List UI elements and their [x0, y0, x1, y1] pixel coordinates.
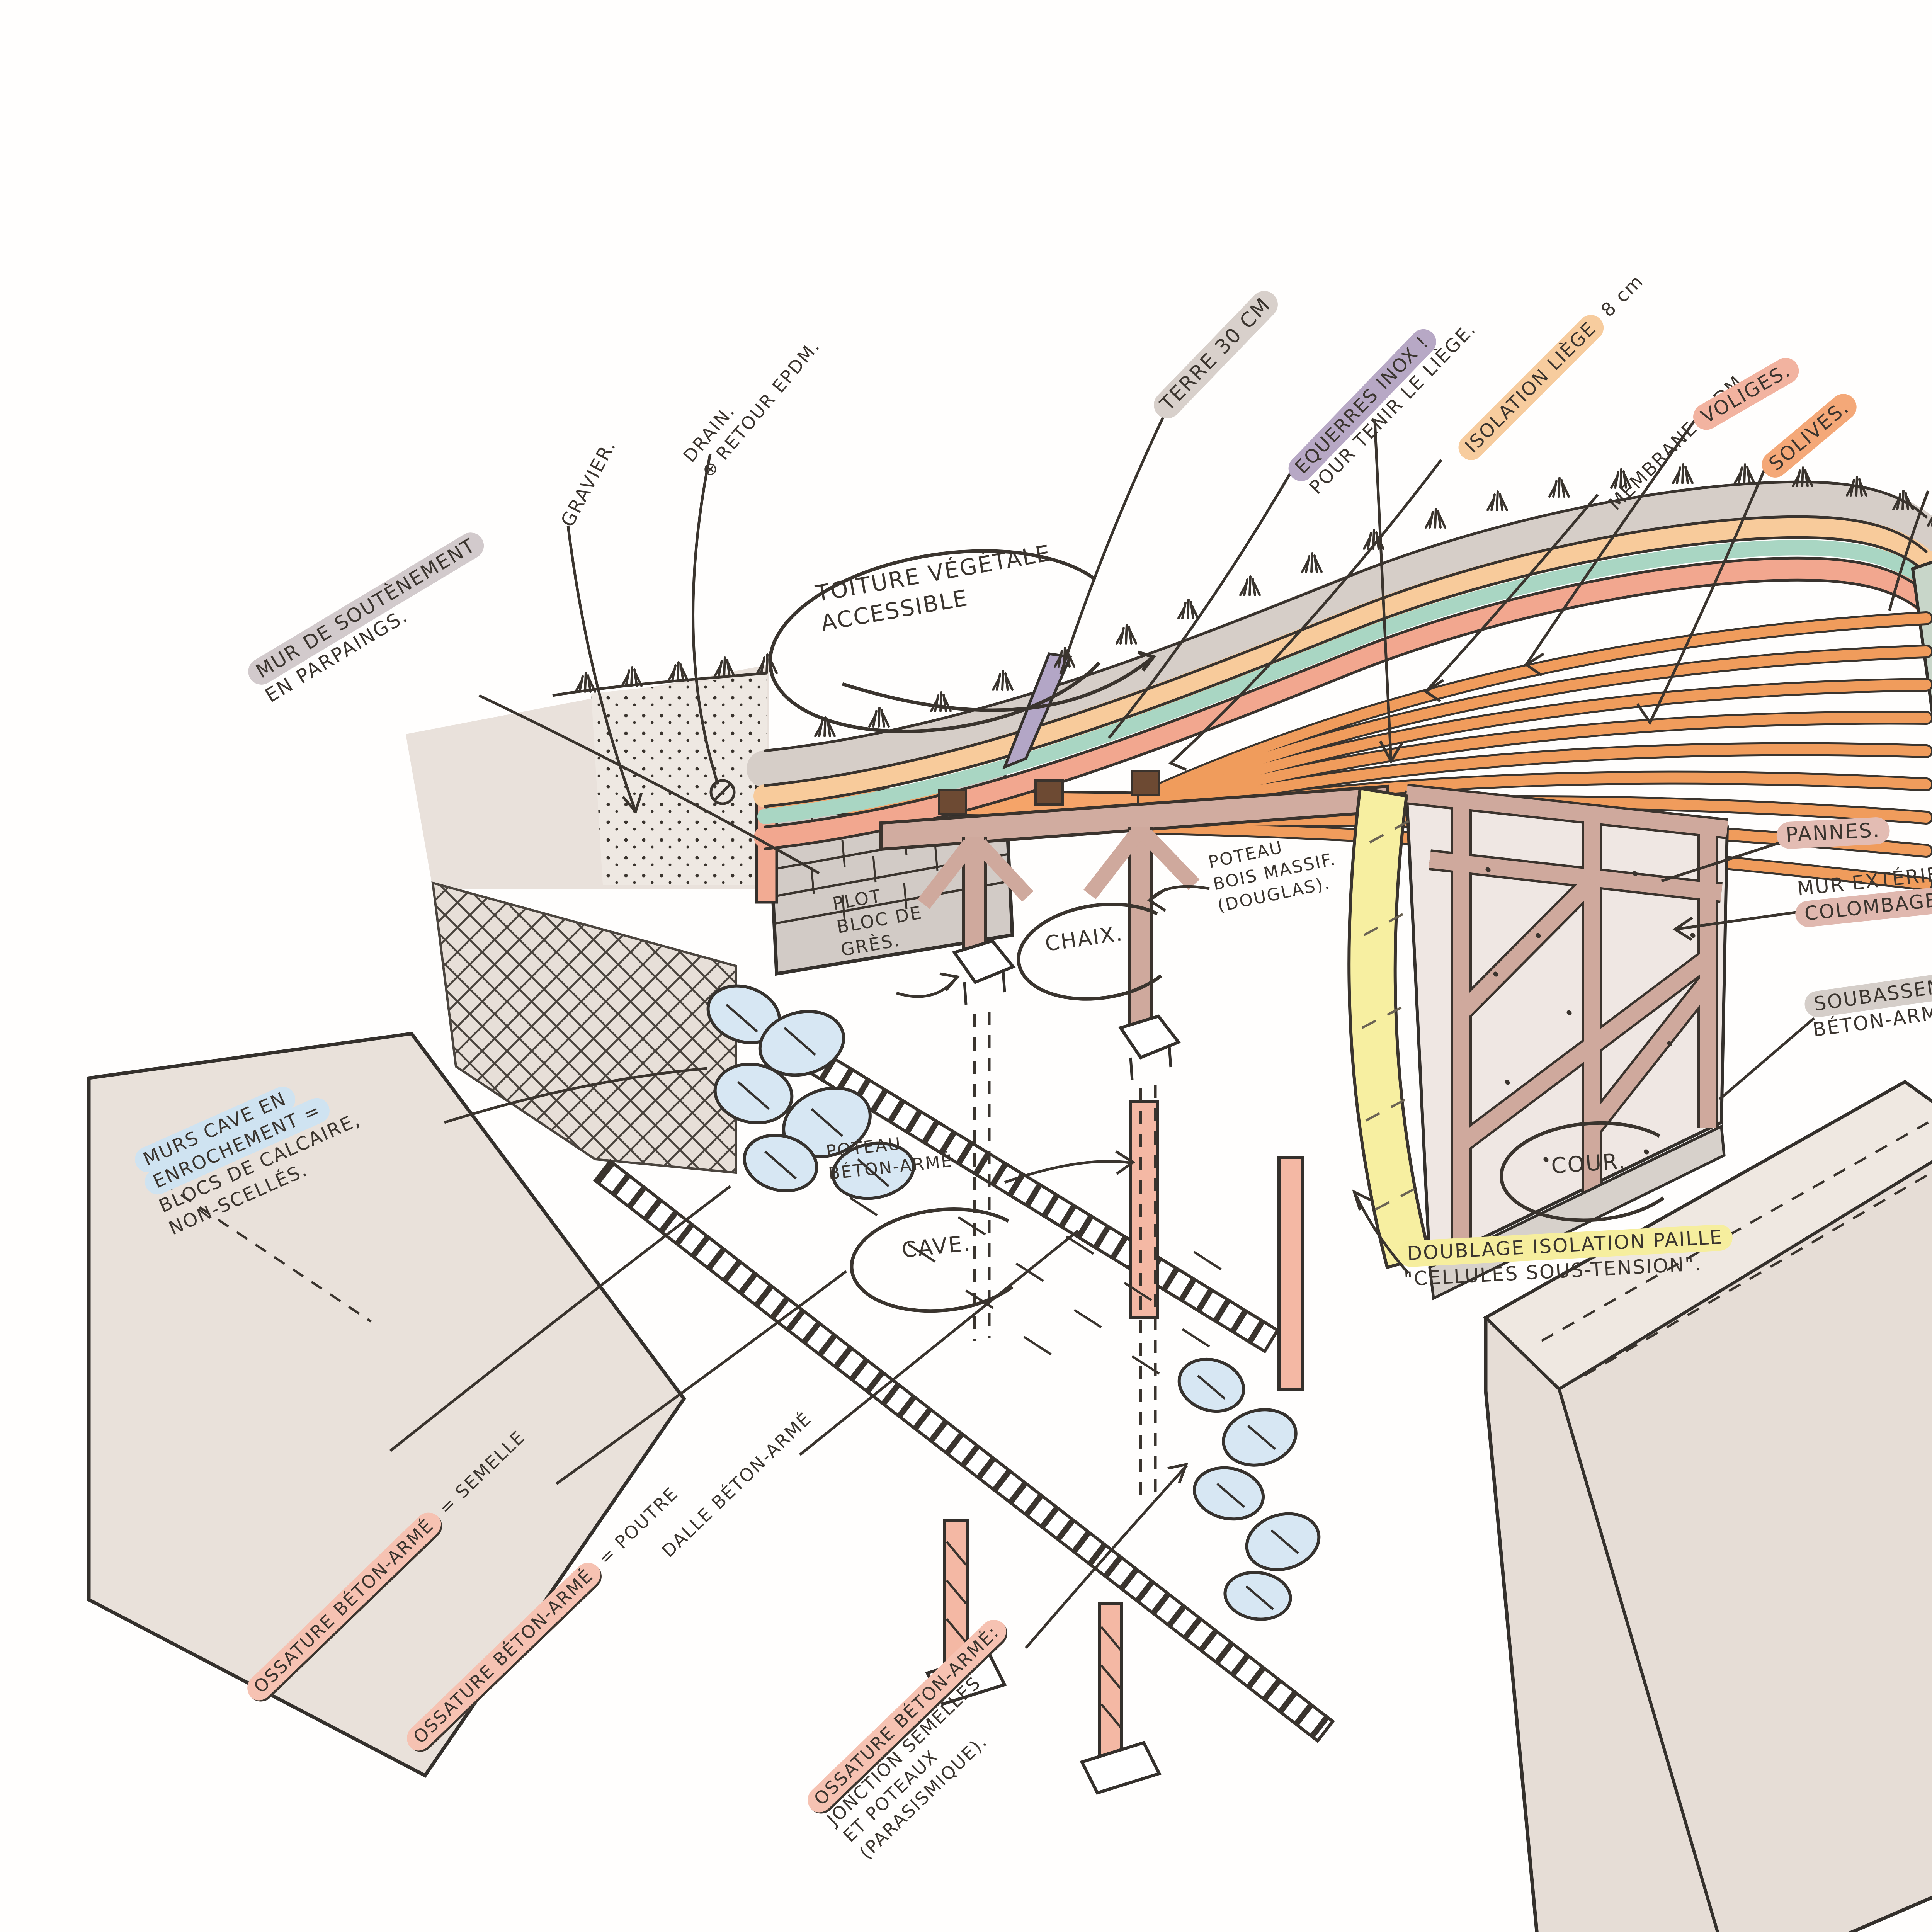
label-equerres-inox-text: EQUERRES INOX !: [1283, 323, 1442, 486]
projection-dashed-lines: [973, 1012, 1157, 1503]
label-cour: COUR.: [1550, 1147, 1627, 1180]
label-equerres-inox-text: POUR TENIR LE LIÈGE.: [1305, 318, 1481, 498]
label-gravier-line: GRAVIER.: [556, 435, 622, 531]
panne-block: [1034, 779, 1064, 806]
voliges-layer: [754, 557, 1932, 849]
label-ossature-semelle-text: OSSATURE BÉTON-ARMÉ: [242, 1507, 448, 1707]
rock-hatching: [726, 1003, 1299, 1611]
wall-stipple: [1485, 867, 1696, 1162]
timber-posts: [879, 770, 1389, 1080]
leader-lines: [389, 414, 1930, 1649]
plot-gres-pedestal: [952, 939, 1016, 984]
panne-block: [1131, 770, 1160, 796]
label-chaix-line: CHAIX.: [1043, 920, 1125, 958]
label-equerres-inox-line: POUR TENIR LE LIÈGE.: [1304, 317, 1482, 500]
toiture-ellipse: [768, 549, 1101, 733]
room-circles: [768, 549, 1665, 1313]
label-solives: SOLIVES.: [1756, 388, 1862, 483]
earth-backfill: [406, 665, 769, 1174]
toiture-swoosh-arrow: [842, 655, 1155, 712]
label-cave-text: CAVE.: [900, 1231, 973, 1263]
label-isolation-liege: ISOLATION LIÈGE 8 cm: [1453, 269, 1649, 466]
label-equerres-inox: EQUERRES INOX !POUR TENIR LE LIÈGE.: [1283, 300, 1482, 500]
label-solives-text: SOLIVES.: [1756, 388, 1862, 483]
roof-layers: [747, 480, 1932, 904]
terre-layer: [747, 481, 1932, 787]
slab-band-lower: [593, 1159, 1335, 1743]
label-terre-30cm-line: TERRE 30 CM: [1148, 285, 1284, 424]
liege-layer: [753, 515, 1932, 808]
earth-crosshatch: [433, 883, 736, 1173]
cour-ellipse: [1500, 1121, 1665, 1222]
label-cour-line: COUR.: [1550, 1147, 1627, 1180]
label-chaix-text: CHAIX.: [1043, 921, 1125, 956]
label-mur-exterieur: MUR EXTÉRIEUR ENCOLOMBAGES.: [1794, 854, 1932, 929]
label-mur-soutenement-line: EN PARPAINGS.: [260, 549, 502, 708]
gravel-stipple: [591, 674, 768, 885]
label-isolation-liege-text: 8 cm: [1592, 270, 1648, 327]
bandeau-toiture: [1911, 560, 1932, 722]
ground-mass-left: [87, 1032, 686, 1778]
label-terre-30cm-text: TERRE 30 CM: [1148, 285, 1284, 424]
chaix-ellipse: [1017, 902, 1162, 1001]
panne-block: [938, 789, 967, 815]
label-chaix: CHAIX.: [1043, 920, 1125, 958]
label-mur-soutenement-text: MUR DE SOUTÈNEMENT: [243, 527, 489, 690]
label-ossature-semelle-text: = SEMELLE: [430, 1426, 529, 1523]
label-depassee-toiture: DÉPASSÉE DETOITURE = TERRE 15 cm.: [1930, 324, 1932, 526]
label-cave-line: CAVE.: [900, 1229, 973, 1265]
label-dalle-text: DALLE BÉTON-ARMÉ: [658, 1408, 816, 1562]
label-cave: CAVE.: [900, 1229, 973, 1265]
label-gravier: GRAVIER.: [556, 435, 622, 531]
label-isolation-liege-line: ISOLATION LIÈGE 8 cm: [1453, 269, 1649, 466]
label-solives-line: SOLIVES.: [1756, 388, 1862, 483]
label-dalle: DALLE BÉTON-ARMÉ: [657, 1407, 816, 1562]
label-mur-soutenement-line: MUR DE SOUTÈNEMENT: [243, 527, 489, 690]
label-gravier-text: GRAVIER.: [556, 436, 621, 531]
label-voliges-text: VOLIGES.: [1688, 353, 1804, 435]
epdm-layer: [757, 540, 1932, 824]
label-pannes-text: PANNES.: [1776, 816, 1891, 850]
cave-ellipse: [850, 1207, 1014, 1313]
cave-structure: [593, 984, 1335, 1795]
label-pannes-line: PANNES.: [1776, 816, 1891, 850]
drain-symbol: [709, 779, 736, 805]
plot-gres-pedestal: [1118, 1014, 1181, 1060]
label-drain: DRAIN.⊕ RETOUR EPDM.: [678, 320, 825, 482]
label-depassee-toiture-line: DÉPASSÉE DE: [1930, 324, 1932, 507]
concrete-posts-pink: [925, 1100, 1304, 1795]
label-doublage-paille: DOUBLAGE ISOLATION PAILLE"CELLULES SOUS-…: [1397, 1224, 1734, 1292]
label-cour-text: COUR.: [1550, 1148, 1627, 1179]
label-ossature-poutre-text: = POUTRE: [589, 1483, 682, 1573]
label-ossature-poutre-text: OSSATURE BÉTON-ARMÉ: [401, 1557, 607, 1757]
label-terre-30cm: TERRE 30 CM: [1148, 285, 1284, 424]
label-pannes: PANNES.: [1776, 816, 1891, 850]
label-dalle-line: DALLE BÉTON-ARMÉ: [657, 1407, 816, 1562]
floor-hatch-dashes: [849, 1197, 1222, 1375]
label-equerres-inox-line: EQUERRES INOX !: [1283, 300, 1464, 486]
